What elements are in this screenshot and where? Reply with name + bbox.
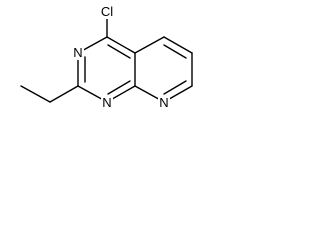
bond-n1-c8a-inner <box>107 80 131 95</box>
atom-label-chlorine: Cl <box>101 4 113 19</box>
bond-c7-n8-inner <box>163 80 187 95</box>
bond-c5-c6-inner <box>163 44 187 59</box>
bond-c5-c6 <box>163 36 193 54</box>
atom-label-backgrounds <box>72 4 170 110</box>
atom-labels: Cl N N N <box>73 4 168 110</box>
n8-label-bg <box>158 95 170 110</box>
cl-label-bg <box>99 4 116 19</box>
bond-lines <box>20 17 193 103</box>
molecule-structure-diagram: Cl N N N <box>0 0 214 136</box>
bond-c4a-c5 <box>134 36 165 54</box>
bond-c4-c4a <box>106 36 136 54</box>
bond-c4-c4a-inner <box>107 44 131 59</box>
n3-label-bg <box>72 45 84 60</box>
atom-label-n8: N <box>159 95 168 110</box>
atom-label-n1: N <box>102 95 111 110</box>
bond-ch2-ch3 <box>20 85 51 103</box>
n1-label-bg <box>101 95 113 110</box>
bond-c2-ch2 <box>49 85 79 103</box>
atom-label-n3: N <box>73 45 82 60</box>
